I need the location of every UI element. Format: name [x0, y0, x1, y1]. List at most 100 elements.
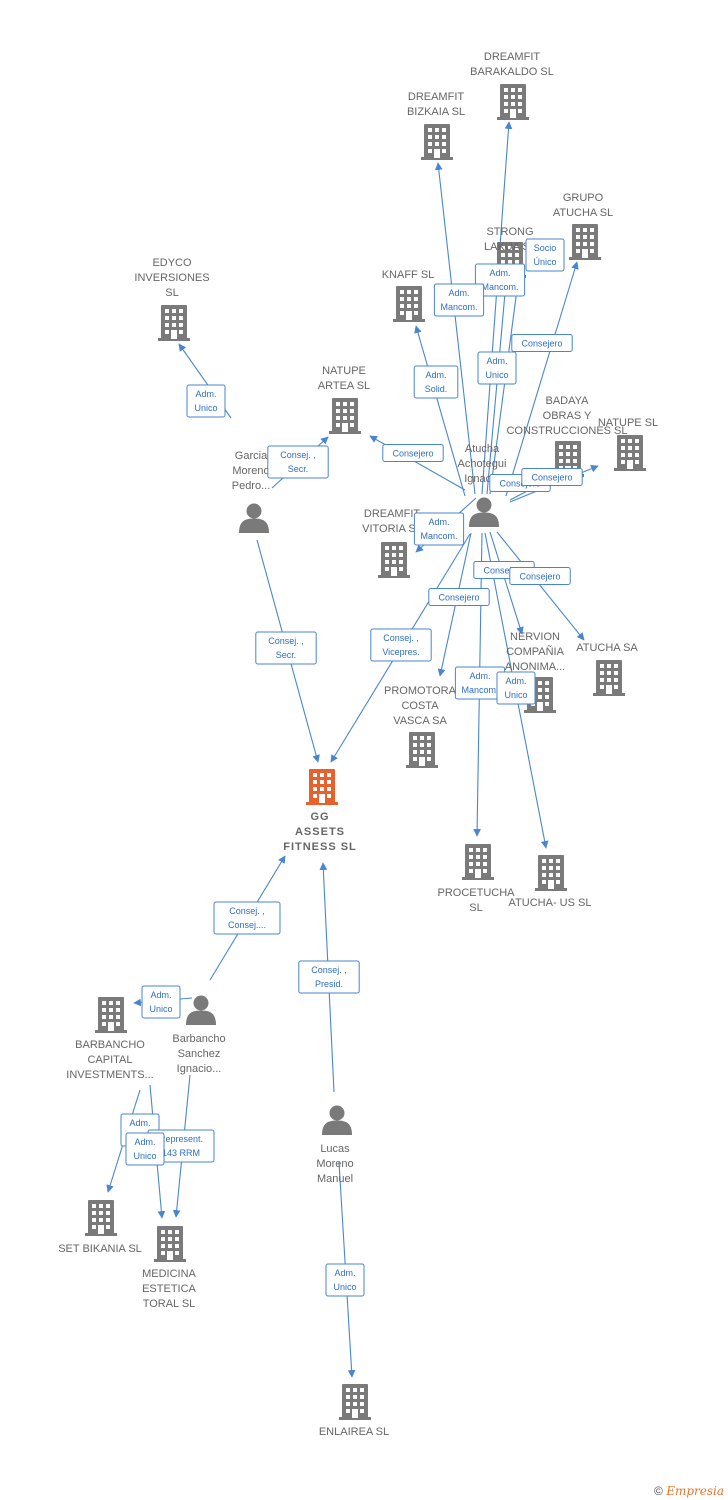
- edge-label-atucha_person-to-dreamfit_vitoria[interactable]: Adm.Mancom.: [413, 512, 465, 546]
- building-icon[interactable]: [462, 844, 494, 880]
- node-label[interactable]: STRONG: [486, 226, 533, 238]
- node-procetucha[interactable]: PROCETUCHA SL: [437, 844, 515, 914]
- brand-logo[interactable]: Empresia: [666, 1484, 724, 1498]
- building-icon[interactable]: [378, 542, 410, 578]
- node-label[interactable]: BADAYA: [546, 395, 590, 407]
- edge-label-atucha_person-to-grupo_atucha[interactable]: Consejero: [511, 334, 573, 352]
- edge-label-atucha_person-to-strong_lakua[interactable]: Adm.Unico: [477, 351, 517, 385]
- building-icon[interactable]: [306, 769, 338, 805]
- edge-label-atucha_person-to-promotora[interactable]: Consejero: [428, 588, 490, 606]
- edge-label-box[interactable]: [433, 283, 485, 317]
- edge-label-box[interactable]: [213, 901, 281, 935]
- edge-label-box[interactable]: [428, 588, 490, 606]
- node-label[interactable]: MEDICINA: [142, 1268, 196, 1280]
- node-label[interactable]: GG: [310, 811, 329, 823]
- edge-label-box[interactable]: [141, 985, 181, 1019]
- edge-label-box[interactable]: [511, 334, 573, 352]
- node-label[interactable]: ESTETICA: [142, 1283, 196, 1295]
- node-label[interactable]: Manuel: [317, 1173, 353, 1185]
- node-label[interactable]: Moreno: [232, 465, 269, 477]
- edge-label-atucha_person-to-dreamfit_barakaldo[interactable]: Adm.Mancom.: [474, 263, 526, 297]
- edge-label-box[interactable]: [521, 468, 583, 486]
- edge-label-box[interactable]: [298, 960, 360, 994]
- node-label[interactable]: FITNESS SL: [283, 841, 357, 853]
- edge-label-box[interactable]: [370, 628, 432, 662]
- edge-label-box[interactable]: [474, 263, 526, 297]
- node-label[interactable]: TORAL SL: [143, 1298, 196, 1310]
- node-label[interactable]: NATUPE: [322, 365, 366, 377]
- node-label[interactable]: COMPAÑIA: [506, 645, 565, 658]
- node-garcia_person[interactable]: GarciaMorenoPedro...: [232, 450, 271, 533]
- node-label[interactable]: BARBANCHO: [75, 1039, 145, 1051]
- building-icon[interactable]: [406, 732, 438, 768]
- node-label[interactable]: INVERSIONES: [134, 272, 209, 284]
- edge-label-box[interactable]: [477, 351, 517, 385]
- building-icon[interactable]: [535, 855, 567, 891]
- node-label[interactable]: SL: [469, 902, 482, 914]
- building-icon[interactable]: [593, 660, 625, 696]
- node-label[interactable]: NATUPE SL: [598, 417, 658, 429]
- node-badaya[interactable]: BADAYA OBRAS Y CONSTRUCCIONES SL: [506, 395, 628, 477]
- node-label[interactable]: Barbancho: [172, 1033, 225, 1045]
- node-gg_assets[interactable]: GG ASSETS FITNESS SL: [283, 769, 357, 853]
- edge-label-barbancho_person-to-gg_assets[interactable]: Consej. ,Consej....: [213, 901, 281, 935]
- node-atucha_sa[interactable]: ATUCHA SA: [576, 642, 638, 696]
- edge-label-box[interactable]: [125, 1132, 165, 1166]
- building-icon[interactable]: [421, 124, 453, 160]
- node-label[interactable]: ENLAIREA SL: [319, 1426, 389, 1438]
- person-icon[interactable]: [322, 1105, 352, 1136]
- building-icon[interactable]: [614, 435, 646, 471]
- edge-label-atucha_person-to-atucha_us[interactable]: Adm.Unico: [496, 671, 536, 705]
- node-label[interactable]: ASSETS: [295, 826, 345, 838]
- edge-label-box[interactable]: [267, 445, 329, 479]
- node-label[interactable]: Ignacio...: [177, 1063, 222, 1075]
- edge-label-garcia_person-to-natupe_artea[interactable]: Consej. ,Secr.: [267, 445, 329, 479]
- edge-label-box[interactable]: [496, 671, 536, 705]
- node-label[interactable]: COSTA: [401, 700, 439, 712]
- node-label[interactable]: KNAFF SL: [382, 269, 435, 281]
- node-label[interactable]: ATUCHA SL: [553, 207, 613, 219]
- node-label[interactable]: ANONIMA...: [505, 661, 566, 673]
- node-label[interactable]: VASCA SA: [393, 715, 447, 727]
- node-natupe_artea[interactable]: NATUPE ARTEA SL: [318, 365, 370, 434]
- node-label[interactable]: PROMOTORA: [384, 685, 457, 697]
- edge-label-atucha_person-to-gg_assets[interactable]: Consej. ,Vicepres.: [370, 628, 432, 662]
- node-natupe_sl[interactable]: NATUPE SL: [598, 417, 658, 471]
- node-label[interactable]: Lucas: [320, 1143, 350, 1155]
- edge-label-lucas_person-to-gg_assets[interactable]: Consej. ,Presid.: [298, 960, 360, 994]
- edge-label-atucha_person-to-atucha_sa[interactable]: Consejero: [509, 567, 571, 585]
- node-label[interactable]: INVESTMENTS...: [66, 1069, 153, 1081]
- edge-label-atucha_person-to-dreamfit_bizkaia[interactable]: Adm.Mancom.: [433, 283, 485, 317]
- node-label[interactable]: SET BIKANIA SL: [58, 1243, 142, 1255]
- edge-label-box[interactable]: [509, 567, 571, 585]
- node-label[interactable]: OBRAS Y: [543, 410, 592, 422]
- node-label[interactable]: VITORIA SL: [362, 523, 422, 535]
- node-barbancho_capital[interactable]: BARBANCHOCAPITALINVESTMENTS...: [66, 997, 154, 1081]
- edge-label-box[interactable]: [325, 1263, 365, 1297]
- edge-label-garcia_person-to-gg_assets[interactable]: Consej. ,Secr.: [255, 631, 317, 665]
- person-icon[interactable]: [186, 995, 216, 1026]
- node-label[interactable]: ARTEA SL: [318, 380, 370, 392]
- node-label[interactable]: Achotegui: [458, 458, 507, 470]
- building-icon[interactable]: [497, 84, 529, 120]
- person-icon[interactable]: [239, 503, 269, 534]
- edge-label-box[interactable]: [186, 384, 226, 418]
- building-icon[interactable]: [85, 1200, 117, 1236]
- node-label[interactable]: LAKUA SL: [484, 241, 536, 253]
- edge-label-box[interactable]: [525, 238, 565, 272]
- edge-label-barbancho_person-to-barbancho_capital[interactable]: Adm.Unico: [141, 985, 181, 1019]
- node-barbancho_person[interactable]: BarbanchoSanchezIgnacio...: [172, 995, 226, 1076]
- edge-label-box[interactable]: [255, 631, 317, 665]
- node-label[interactable]: EDYCO: [152, 257, 192, 269]
- edge-label-atucha_person-to-natupe_sl[interactable]: Consejero: [521, 468, 583, 486]
- node-label[interactable]: PROCETUCHA: [437, 887, 515, 899]
- node-knaff[interactable]: KNAFF SL: [382, 269, 435, 322]
- node-label[interactable]: DREAMFIT: [484, 51, 541, 63]
- node-label[interactable]: CONSTRUCCIONES SL: [506, 425, 627, 437]
- edge-label-box[interactable]: [413, 512, 465, 546]
- edge-label-box[interactable]: [382, 444, 444, 462]
